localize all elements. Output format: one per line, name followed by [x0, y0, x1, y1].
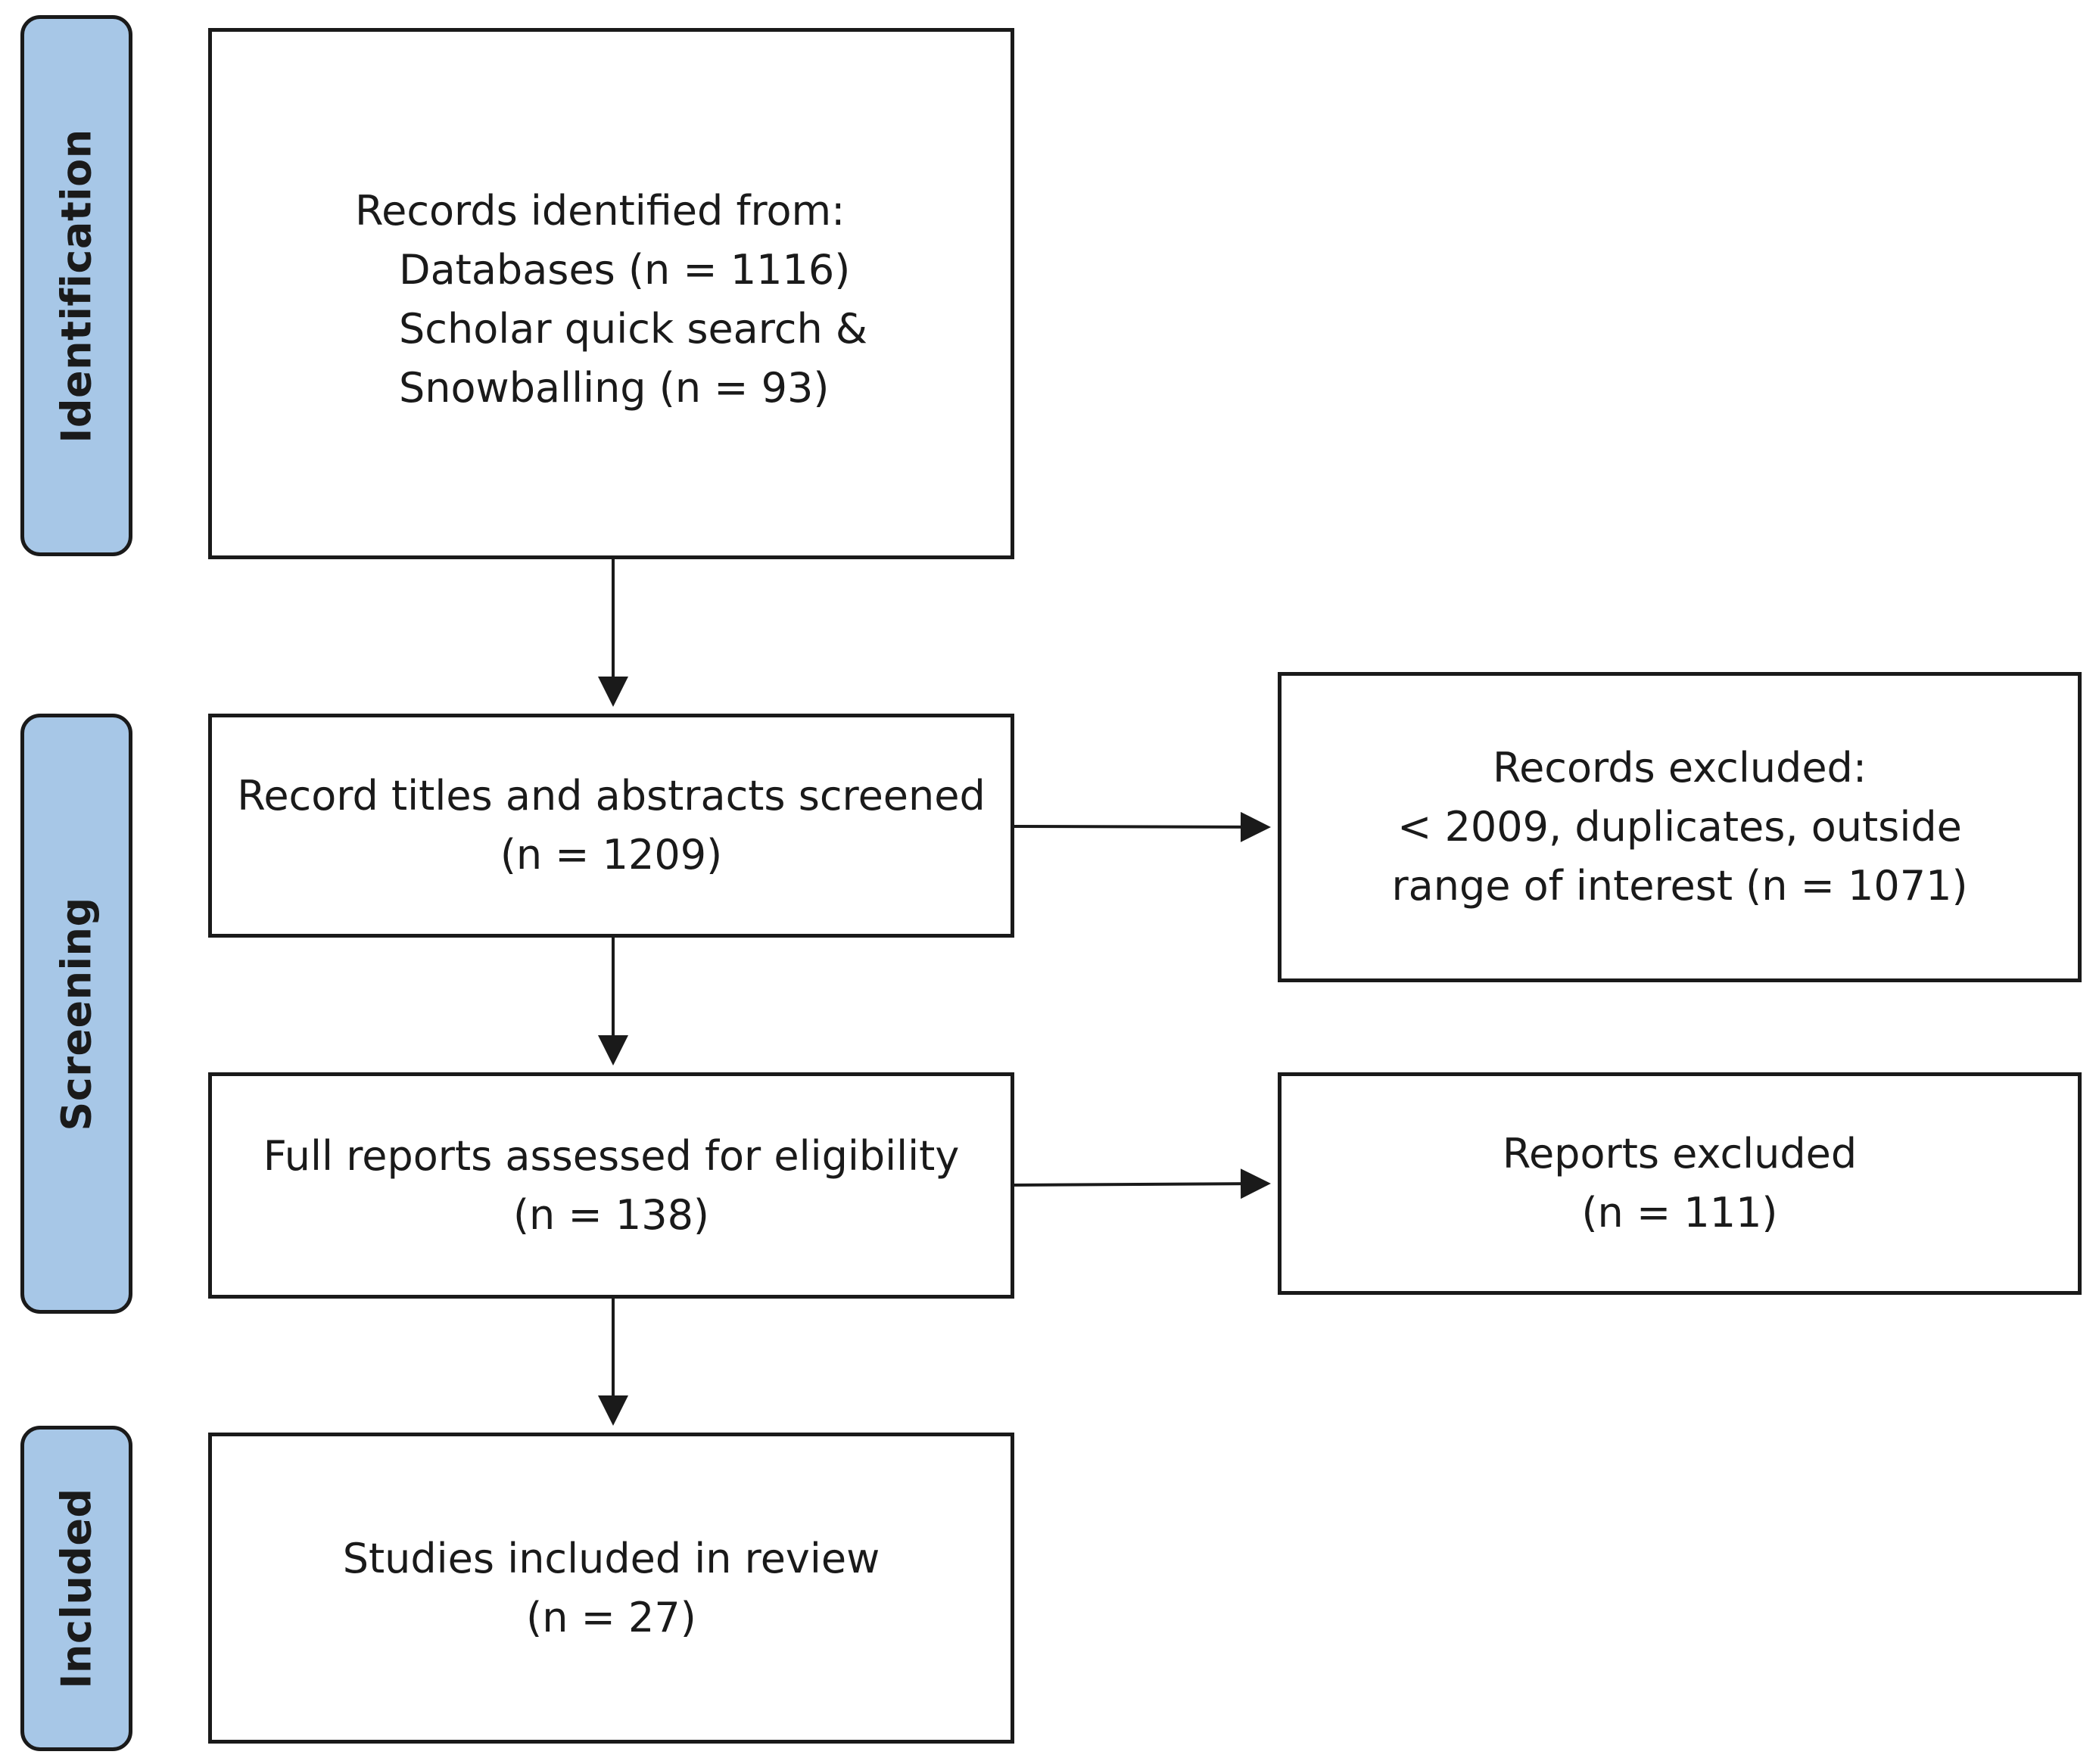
studies-included-count: (n = 27) [526, 1593, 696, 1641]
box-full-reports-assessed: Full reports assessed for eligibility (n… [208, 1072, 1014, 1299]
records-identified-text: Records identified from: Databases (n = … [355, 182, 867, 418]
records-excluded-reasons: < 2009, duplicates, outside [1397, 803, 1962, 851]
records-identified-heading: Records identified from: [355, 187, 846, 235]
box-records-excluded: Records excluded: < 2009, duplicates, ou… [1278, 672, 2082, 982]
source-snowballing: Snowballing (n = 93) [399, 364, 830, 412]
records-excluded-label: Records excluded: [1492, 744, 1867, 792]
arrow-full-reports-to-reports-excluded [1014, 1168, 1271, 1199]
box-records-identified: Records identified from: Databases (n = … [208, 28, 1014, 559]
source-databases: Databases (n = 1116) [399, 246, 851, 294]
reports-excluded-label: Reports excluded [1502, 1130, 1858, 1178]
box-reports-excluded: Reports excluded (n = 111) [1278, 1072, 2082, 1295]
full-reports-count: (n = 138) [512, 1190, 709, 1239]
arrow-screened-to-excluded [1014, 811, 1271, 842]
full-reports-label: Full reports assessed for eligibility [263, 1131, 960, 1180]
records-excluded-count: range of interest (n = 1071) [1391, 862, 1968, 910]
stage-tab-screening: Screening [20, 714, 132, 1314]
studies-included-label: Studies included in review [342, 1534, 880, 1582]
stage-tab-included: Included [20, 1426, 132, 1751]
reports-excluded-count: (n = 111) [1581, 1189, 1778, 1237]
source-scholar-quick-search: Scholar quick search & [399, 305, 867, 353]
box-records-screened: Record titles and abstracts screened (n … [208, 714, 1014, 938]
screened-count: (n = 1209) [500, 831, 723, 879]
box-studies-included: Studies included in review (n = 27) [208, 1433, 1014, 1744]
screened-label: Record titles and abstracts screened [237, 772, 986, 820]
stage-tab-identification: Identification [20, 15, 132, 556]
